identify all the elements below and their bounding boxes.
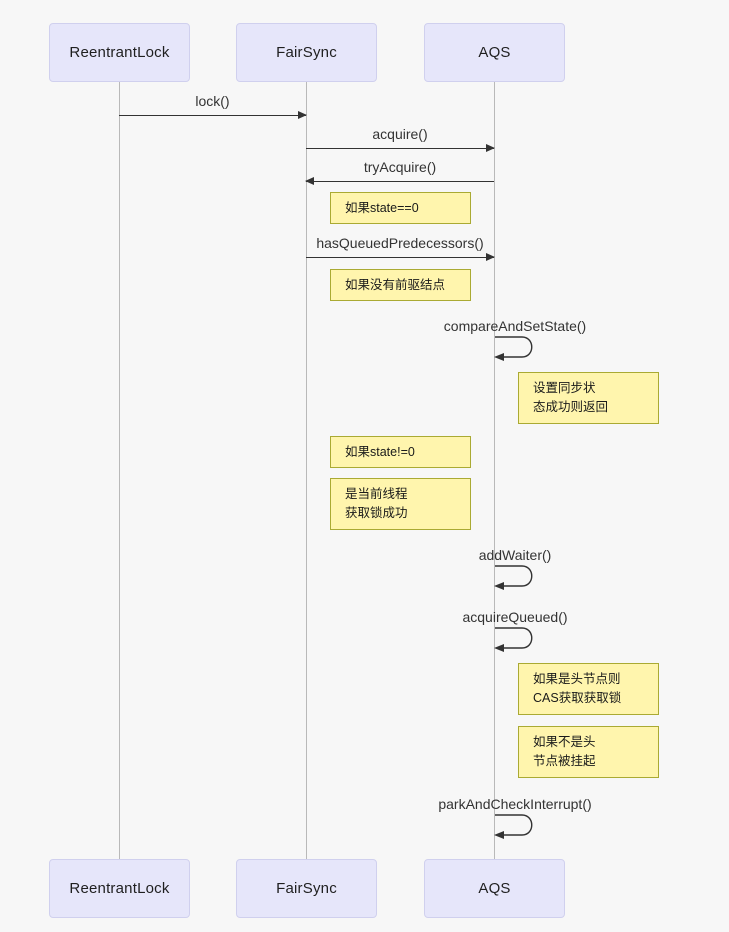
- participant-label: AQS: [478, 44, 511, 61]
- self-call-parkandcheckinterrupt: parkAndCheckInterrupt(): [438, 796, 592, 839]
- self-call-compareandsetstate: compareAndSetState(): [444, 318, 586, 361]
- participant-label: ReentrantLock: [69, 880, 170, 897]
- message-line: [306, 181, 494, 182]
- message-label: acquire(): [372, 126, 428, 142]
- note-set-state-ok: 设置同步状 态成功则返回: [518, 372, 659, 424]
- self-call-loop-icon: [494, 336, 533, 361]
- note-text: 如果是头节点则 CAS获取获取锁: [533, 672, 622, 705]
- participant-header-aqs[interactable]: AQS: [424, 23, 565, 82]
- participant-label: FairSync: [276, 44, 337, 61]
- note-state-eq-0: 如果state==0: [330, 192, 471, 224]
- message-arrowhead-icon: [305, 176, 314, 185]
- message-arrowhead-icon: [486, 252, 495, 261]
- message-label: hasQueuedPredecessors(): [316, 235, 484, 251]
- note-text: 如果没有前驱结点: [345, 277, 446, 292]
- note-state-ne-0: 如果state!=0: [330, 436, 471, 468]
- note-text: 如果state!=0: [345, 444, 415, 459]
- participant-header-reentrantlock[interactable]: ReentrantLock: [49, 23, 190, 82]
- self-call-arrowhead-icon: [494, 582, 504, 590]
- participant-footer-fairsync[interactable]: FairSync: [236, 859, 377, 918]
- note-current-thread: 是当前线程 获取锁成功: [330, 478, 471, 530]
- lifeline-reentrantlock: [119, 82, 120, 859]
- lifeline-aqs: [494, 82, 495, 859]
- note-text: 设置同步状 态成功则返回: [533, 381, 609, 414]
- self-call-loop-icon: [494, 565, 533, 590]
- note-head-node-cas: 如果是头节点则 CAS获取获取锁: [518, 663, 659, 715]
- participant-label: ReentrantLock: [69, 44, 170, 61]
- self-call-label: parkAndCheckInterrupt(): [438, 796, 592, 812]
- message-line: [306, 148, 494, 149]
- self-call-loop-icon: [494, 627, 533, 652]
- message-arrowhead-icon: [298, 110, 307, 119]
- lifeline-fairsync: [306, 82, 307, 859]
- message-arrowhead-icon: [486, 143, 495, 152]
- note-text: 如果state==0: [345, 200, 419, 215]
- participant-label: AQS: [478, 880, 511, 897]
- message-line: [119, 115, 306, 116]
- message-label: lock(): [195, 93, 230, 109]
- participant-footer-aqs[interactable]: AQS: [424, 859, 565, 918]
- self-call-label: addWaiter(): [478, 547, 552, 563]
- self-call-loop-icon: [494, 814, 533, 839]
- self-call-arrowhead-icon: [494, 831, 504, 839]
- self-call-label: acquireQueued(): [462, 609, 568, 625]
- message-line: [306, 257, 494, 258]
- note-text: 如果不是头 节点被挂起: [533, 735, 596, 768]
- participant-header-fairsync[interactable]: FairSync: [236, 23, 377, 82]
- message-label: tryAcquire(): [363, 159, 437, 175]
- self-call-arrowhead-icon: [494, 644, 504, 652]
- self-call-acquirequeued: acquireQueued(): [462, 609, 568, 652]
- self-call-addwaiter: addWaiter(): [479, 547, 551, 590]
- self-call-arrowhead-icon: [494, 353, 504, 361]
- participant-label: FairSync: [276, 880, 337, 897]
- participant-footer-reentrantlock[interactable]: ReentrantLock: [49, 859, 190, 918]
- note-not-head-park: 如果不是头 节点被挂起: [518, 726, 659, 778]
- note-no-predecessor: 如果没有前驱结点: [330, 269, 471, 301]
- self-call-label: compareAndSetState(): [443, 318, 587, 334]
- note-text: 是当前线程 获取锁成功: [345, 487, 408, 520]
